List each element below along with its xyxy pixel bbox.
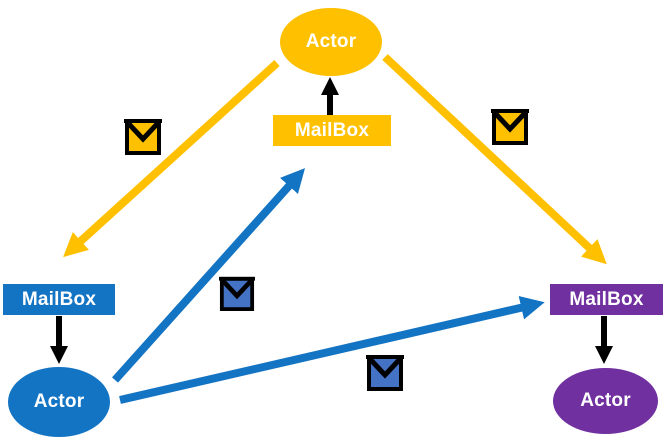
edge-actor-left-to-mailbox-right: [119, 295, 545, 404]
edge-actor-top-to-mailbox-left: [63, 60, 280, 258]
node-label: MailBox: [21, 288, 97, 310]
edge-actor-top-to-mailbox-right: [382, 54, 607, 265]
envelope-icon: [219, 276, 255, 311]
node-label: Actor: [305, 31, 357, 52]
node-mailbox-right: MailBox: [550, 284, 663, 315]
envelope-icon: [491, 109, 529, 145]
edge-actor-left-to-mailbox-top: [112, 168, 306, 383]
node-actor-left: Actor: [8, 367, 110, 437]
node-actor-top: Actor: [280, 8, 382, 76]
node-mailbox-left: MailBox: [3, 284, 115, 315]
node-label: Actor: [580, 390, 631, 411]
node-label: MailBox: [294, 119, 370, 141]
node-label: Actor: [33, 391, 85, 412]
node-label: MailBox: [569, 288, 644, 310]
node-actor-right: Actor: [553, 368, 658, 434]
envelope-icon: [366, 355, 404, 391]
node-mailbox-top: MailBox: [273, 115, 391, 146]
envelope-icon: [124, 119, 162, 155]
